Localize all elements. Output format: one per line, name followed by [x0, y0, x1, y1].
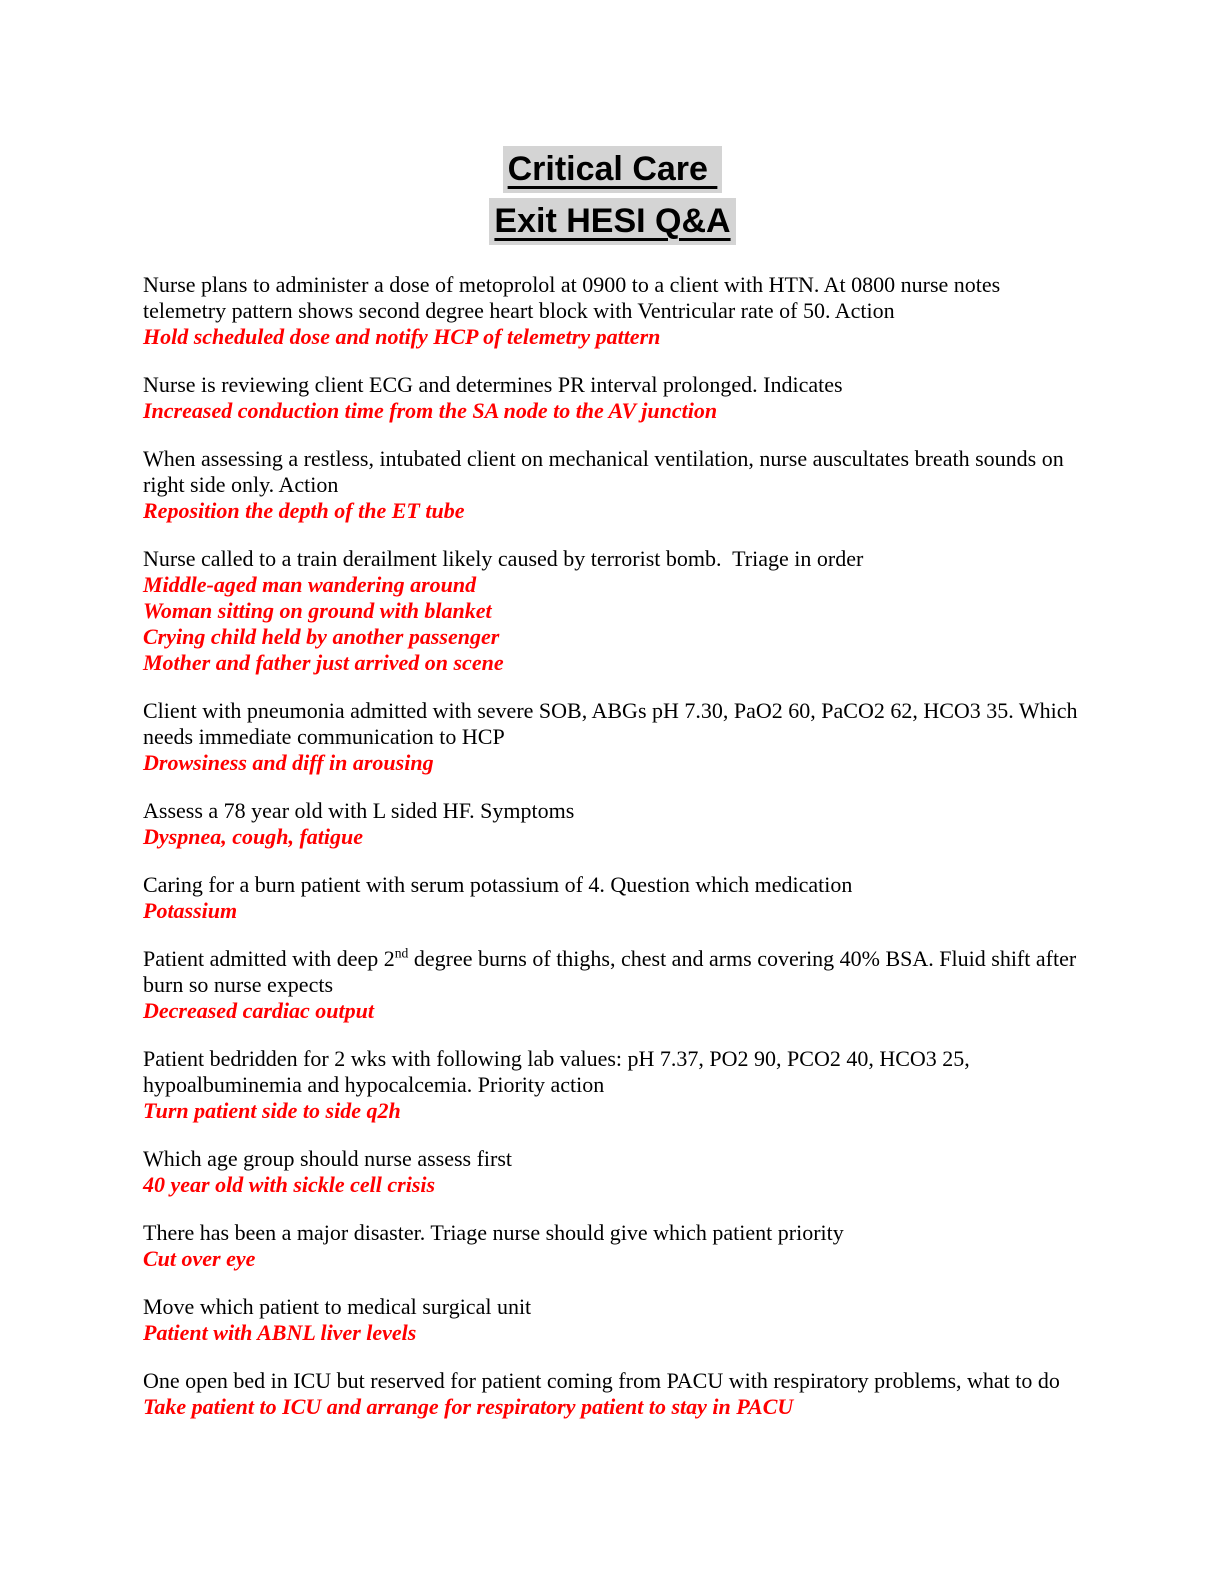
- question-segment: degree burns of thighs, chest and arms c…: [143, 946, 1082, 997]
- qa-block-2: Nurse is reviewing client ECG and determ…: [143, 372, 1083, 424]
- qa-block-6: Assess a 78 year old with L sided HF. Sy…: [143, 798, 1083, 850]
- qa-block-13: One open bed in ICU but reserved for pat…: [143, 1368, 1083, 1420]
- answer-text: Crying child held by another passenger: [143, 624, 500, 649]
- qa-block-1: Nurse plans to administer a dose of meto…: [143, 272, 1083, 350]
- question-text: Assess a 78 year old with L sided HF. Sy…: [143, 798, 575, 823]
- answer-text: Reposition the depth of the ET tube: [143, 498, 465, 523]
- question-text: One open bed in ICU but reserved for pat…: [143, 1368, 1060, 1393]
- title-row-2: Exit HESI Q&A: [143, 195, 1082, 247]
- qa-list: Nurse plans to administer a dose of meto…: [143, 272, 1083, 1420]
- answer-text: Patient with ABNL liver levels: [143, 1320, 417, 1345]
- answer-text: Hold scheduled dose and notify HCP of te…: [143, 324, 661, 349]
- question-text: There has been a major disaster. Triage …: [143, 1220, 844, 1245]
- question-text: Caring for a burn patient with serum pot…: [143, 872, 853, 897]
- question-text: Nurse called to a train derailment likel…: [143, 546, 864, 571]
- question-text: Patient admitted with deep 2nd degree bu…: [143, 946, 1083, 998]
- qa-block-10: Which age group should nurse assess firs…: [143, 1146, 1083, 1198]
- document-title: Critical Care Exit HESI Q&A: [143, 143, 1082, 247]
- answer-text: Turn patient side to side q2h: [143, 1098, 401, 1123]
- qa-block-4: Nurse called to a train derailment likel…: [143, 546, 1083, 676]
- question-segment: Patient admitted with deep 2: [143, 946, 395, 971]
- answer-text: Drowsiness and diff in arousing: [143, 750, 434, 775]
- qa-block-3: When assessing a restless, intubated cli…: [143, 446, 1083, 524]
- question-text: Client with pneumonia admitted with seve…: [143, 698, 1084, 749]
- qa-block-7: Caring for a burn patient with serum pot…: [143, 872, 1083, 924]
- answer-text: 40 year old with sickle cell crisis: [143, 1172, 436, 1197]
- answer-text: Dyspnea, cough, fatigue: [143, 824, 363, 849]
- title-line-2: Exit HESI Q&A: [489, 198, 736, 245]
- qa-block-9: Patient bedridden for 2 wks with followi…: [143, 1046, 1083, 1124]
- answer-text: Cut over eye: [143, 1246, 256, 1271]
- answer-text: Mother and father just arrived on scene: [143, 650, 504, 675]
- question-text: Move which patient to medical surgical u…: [143, 1294, 532, 1319]
- title-line-1: Critical Care: [502, 146, 723, 193]
- qa-block-5: Client with pneumonia admitted with seve…: [143, 698, 1083, 776]
- answer-text: Increased conduction time from the SA no…: [143, 398, 718, 423]
- answer-text: Middle-aged man wandering around: [143, 572, 477, 597]
- answer-text: Decreased cardiac output: [143, 998, 374, 1023]
- answer-text: Woman sitting on ground with blanket: [143, 598, 492, 623]
- title-row-1: Critical Care: [143, 143, 1082, 195]
- question-text: Which age group should nurse assess firs…: [143, 1146, 513, 1171]
- question-text: Patient bedridden for 2 wks with followi…: [143, 1046, 976, 1097]
- superscript-ordinal: nd: [394, 945, 409, 961]
- answer-text: Take patient to ICU and arrange for resp…: [143, 1394, 794, 1419]
- qa-block-8: Patient admitted with deep 2nd degree bu…: [143, 946, 1083, 1024]
- answer-text: Potassium: [143, 898, 238, 923]
- qa-block-11: There has been a major disaster. Triage …: [143, 1220, 1083, 1272]
- question-text: When assessing a restless, intubated cli…: [143, 446, 1070, 497]
- qa-block-12: Move which patient to medical surgical u…: [143, 1294, 1083, 1346]
- question-text: Nurse is reviewing client ECG and determ…: [143, 372, 843, 397]
- question-text: Nurse plans to administer a dose of meto…: [143, 272, 1006, 323]
